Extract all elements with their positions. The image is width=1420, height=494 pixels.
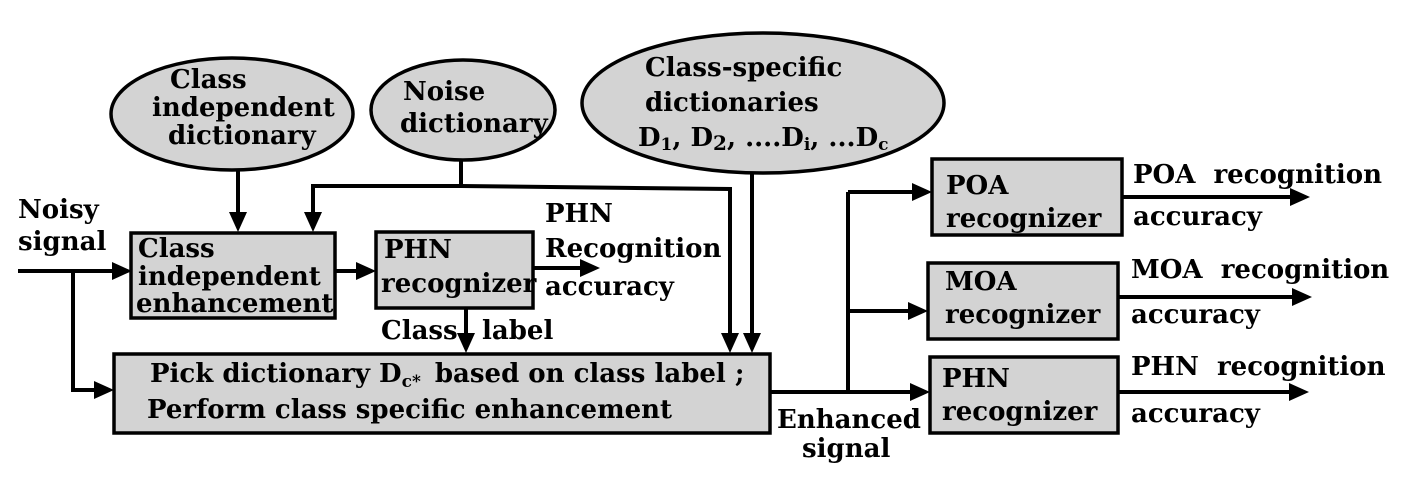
- class-independent-dictionary-line-3: dictionary: [168, 121, 317, 151]
- label-class-label: Class label: [381, 316, 553, 346]
- class-specific-dictionaries-sequence: D1, D2, ....Di, ...Dc: [638, 123, 888, 155]
- phn-recognizer-second-line-2: recognizer: [942, 397, 1098, 427]
- enhanced-signal-line-1: Enhanced: [777, 405, 921, 435]
- arrowhead-moa-accuracy: [1292, 288, 1312, 306]
- class-specific-dictionaries-line-2: dictionaries: [645, 88, 819, 118]
- label-phn-recognition-accuracy-second: PHN recognition accuracy: [1131, 352, 1386, 429]
- noise-dictionary-line-1: Noise: [403, 77, 485, 107]
- poa-accuracy-line-2: accuracy: [1133, 202, 1263, 232]
- ellipse-class-independent-dictionary: Class independent dictionary: [109, 56, 355, 172]
- arrowhead-phn-accuracy: [580, 259, 600, 277]
- class-label-word-2: label: [482, 316, 553, 346]
- noisy-signal-line-1: Noisy: [18, 195, 100, 225]
- pick-dictionary-line-2: Perform class specific enhancement: [147, 395, 672, 425]
- arrowhead-dictionary-into-enhancement: [229, 212, 247, 232]
- label-moa-recognition-accuracy: MOA recognition accuracy: [1131, 255, 1389, 330]
- phn-accuracy-first-line-1: PHN: [545, 199, 613, 229]
- arrowhead-noise-into-enhancement: [304, 212, 322, 232]
- class-independent-dictionary-line-1: Class: [170, 65, 247, 95]
- phn-accuracy-first-line-2: Recognition: [545, 234, 722, 264]
- class-independent-enhancement-line-3: enhancement: [136, 289, 333, 319]
- label-enhanced-signal: Enhanced signal: [777, 405, 921, 464]
- arrowhead-into-moa: [908, 302, 928, 320]
- phn-accuracy-first-line-3: accuracy: [545, 272, 675, 302]
- box-poa-recognizer: POA recognizer: [930, 157, 1124, 237]
- box-class-independent-enhancement: Class independent enhancement: [129, 231, 337, 320]
- arrowhead-noise-into-pick: [721, 333, 739, 353]
- connectors: [18, 158, 1312, 401]
- poa-accuracy-line-1: POA recognition: [1133, 160, 1382, 190]
- arrowhead-into-phn-recognizer: [356, 262, 376, 280]
- label-phn-recognition-accuracy-first: PHN Recognition accuracy: [545, 199, 722, 302]
- phn-recognizer-first-line-1: PHN: [384, 235, 452, 265]
- arrowhead-phn-second-accuracy: [1289, 383, 1309, 401]
- class-label-word-1: Class: [381, 316, 458, 346]
- noisy-signal-line-2: signal: [18, 227, 106, 257]
- box-phn-recognizer-first: PHN recognizer: [374, 230, 537, 310]
- box-pick-dictionary: Pick dictionary Dc*based on class label …: [112, 352, 772, 435]
- wire-noise-dictionary-distribution: [311, 158, 463, 218]
- arrowhead-into-poa: [912, 183, 932, 201]
- noise-dictionary-line-2: dictionary: [400, 109, 549, 139]
- class-independent-enhancement-line-1: Class: [138, 234, 215, 264]
- wire-noisy-branch-down: [71, 271, 100, 392]
- enhanced-signal-line-2: signal: [802, 434, 890, 464]
- arrowhead-dictionaries-into-pick: [743, 333, 761, 353]
- ellipse-noise-dictionary: Noise dictionary: [369, 58, 557, 162]
- class-independent-dictionary-line-2: independent: [152, 93, 335, 123]
- box-phn-recognizer-second: PHN recognizer: [928, 355, 1120, 435]
- box-moa-recognizer: MOA recognizer: [926, 261, 1120, 341]
- pick-dictionary-line-1: Pick dictionary Dc*based on class label …: [150, 359, 744, 392]
- arrowhead-to-pick-dictionary: [94, 381, 114, 399]
- moa-accuracy-line-2: accuracy: [1131, 300, 1261, 330]
- arrowhead-poa-accuracy: [1290, 188, 1310, 206]
- class-independent-enhancement-line-2: independent: [138, 262, 321, 292]
- ellipse-class-specific-dictionaries: Class-specific dictionaries D1, D2, ....…: [580, 31, 946, 175]
- phn-recognizer-second-line-1: PHN: [942, 364, 1010, 394]
- moa-recognizer-line-2: recognizer: [945, 300, 1101, 330]
- poa-recognizer-line-1: POA: [946, 171, 1009, 201]
- phn-accuracy-second-line-2: accuracy: [1131, 399, 1261, 429]
- arrowhead-class-label-into-pick: [457, 333, 475, 353]
- phn-accuracy-second-line-1: PHN recognition: [1131, 352, 1386, 382]
- phn-recognizer-first-line-2: recognizer: [381, 269, 537, 299]
- wire-noise-to-pick: [460, 184, 732, 339]
- poa-recognizer-line-2: recognizer: [946, 204, 1102, 234]
- arrowhead-to-class-independent-enhancement: [112, 262, 132, 280]
- label-noisy-signal: Noisy signal: [18, 195, 106, 257]
- moa-recognizer-line-1: MOA: [945, 267, 1017, 297]
- label-poa-recognition-accuracy: POA recognition accuracy: [1133, 160, 1382, 232]
- moa-accuracy-line-1: MOA recognition: [1131, 255, 1389, 285]
- class-specific-dictionaries-line-1: Class-specific: [645, 53, 842, 83]
- arrowhead-into-phn-second: [910, 383, 930, 401]
